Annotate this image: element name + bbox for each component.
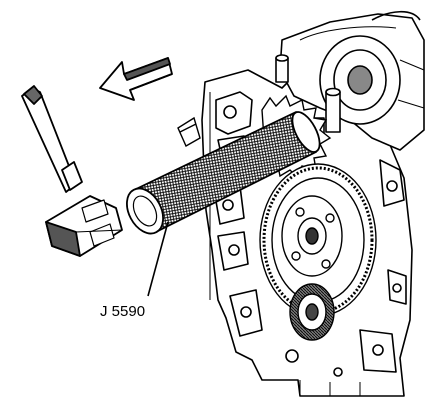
gear-icon xyxy=(259,163,377,317)
upper-housing xyxy=(275,10,425,151)
direction-arrow-icon xyxy=(99,57,173,101)
callout-leader xyxy=(147,221,169,297)
tool-callout-label: J 5590 xyxy=(100,303,145,320)
cylindrical-tool-icon xyxy=(126,111,321,235)
crank-gear xyxy=(289,283,335,341)
hammer-icon xyxy=(21,85,123,257)
bracket xyxy=(177,116,201,147)
